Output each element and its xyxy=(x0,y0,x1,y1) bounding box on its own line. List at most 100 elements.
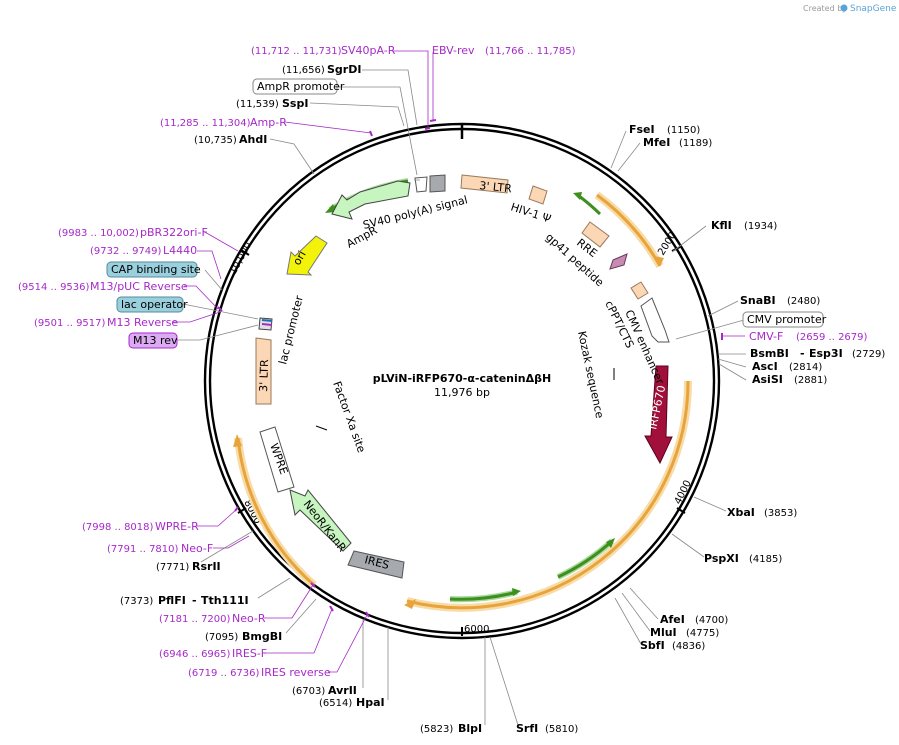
factor-xa-mark xyxy=(315,425,328,431)
leader-asisi xyxy=(718,363,747,381)
enzyme-tth111i[interactable]: Tth111I xyxy=(201,594,249,607)
primer-ampr[interactable]: Amp-R xyxy=(250,116,287,129)
enzyme-bsmbi[interactable]: BsmBI xyxy=(750,347,789,360)
enzyme-mlui-pos: (4775) xyxy=(686,628,719,639)
primer-pbr322[interactable]: pBR322ori-F xyxy=(140,226,208,239)
primer-iresrev[interactable]: IRES reverse xyxy=(261,666,331,679)
orf-arc-2-head xyxy=(404,599,416,609)
primer-sv40par[interactable]: SV40pA-R xyxy=(341,44,396,57)
leader-m13rev-box xyxy=(176,324,259,341)
credit-prefix: Created by xyxy=(803,4,847,13)
primer-leader-lines xyxy=(172,50,745,673)
enzyme-mfei[interactable]: MfeI xyxy=(643,136,670,149)
rre-feature xyxy=(581,221,610,248)
enzyme-mlui[interactable]: MluI xyxy=(650,626,677,639)
enzyme-sspi[interactable]: SspI xyxy=(282,97,308,110)
enzyme-avrii[interactable]: AvrII xyxy=(328,684,357,697)
plasmid-name: pLViN-iRFP670-α-cateninΔβH xyxy=(373,372,551,385)
leader-fsei xyxy=(610,130,627,169)
enzyme-asisi[interactable]: AsiSI xyxy=(752,373,783,386)
primer-neor[interactable]: Neo-R xyxy=(232,612,266,625)
primer-wprer-pos: (7998 .. 8018) xyxy=(82,522,154,533)
lac-operator-box[interactable] xyxy=(116,296,184,313)
enzyme-kfli-pos: (1934) xyxy=(744,221,777,232)
primer-iresf-pos: (6946 .. 6965) xyxy=(159,649,231,660)
enzyme-srfi[interactable]: SrfI xyxy=(516,722,538,735)
ori-label: ori xyxy=(290,249,308,268)
primer-m13r[interactable]: M13 Reverse xyxy=(107,316,178,329)
primer-marks xyxy=(217,119,723,618)
primer-mark-m13puc xyxy=(217,306,223,312)
cap-site-box[interactable] xyxy=(106,261,198,278)
primer-neof[interactable]: Neo-F xyxy=(181,542,213,555)
leader-m13puc xyxy=(184,285,219,310)
enzyme-ahdi[interactable]: AhdI xyxy=(239,133,267,146)
tick-8000 xyxy=(237,507,247,514)
enzyme-hpai-pos: (6514) xyxy=(319,698,352,709)
enzyme-sgrdi[interactable]: SgrDI xyxy=(327,63,361,76)
leader-l4440 xyxy=(197,250,222,280)
leader-snabi xyxy=(707,300,739,317)
enzyme-kfli[interactable]: KflI xyxy=(711,219,732,232)
enzyme-sgrdi-pos: (11,656) xyxy=(282,65,325,76)
ampr-promoter-feature xyxy=(414,176,428,193)
cmv-promoter-box[interactable] xyxy=(742,311,824,328)
primer-l4440[interactable]: L4440 xyxy=(163,244,197,257)
primer-ebvrev[interactable]: EBV-rev xyxy=(432,44,475,57)
enzyme-sspi-pos: (11,539) xyxy=(236,99,279,110)
enzyme-bmgbi-pos: (7095) xyxy=(205,632,238,643)
primer-ampr-pos: (11,285 .. 11,304) xyxy=(160,118,251,129)
orf-arc-1 xyxy=(596,193,662,267)
backbone-outer-circle xyxy=(203,122,721,640)
enzyme-afei-pos: (4700) xyxy=(695,615,728,626)
enzyme-bmgbi[interactable]: BmgBI xyxy=(242,630,282,643)
cppt-feature xyxy=(630,281,649,300)
ltr-top-feature xyxy=(460,174,509,194)
primer-cmvf-pos: (2659 .. 2679) xyxy=(796,332,868,343)
enzyme-pspxi[interactable]: PspXI xyxy=(704,552,739,565)
enzyme-pflfi-pos: (7373) xyxy=(120,596,153,607)
m13-rev-box-label: M13 rev xyxy=(133,334,178,347)
enzyme-hpai[interactable]: HpaI xyxy=(356,696,385,709)
lac-operator-mark xyxy=(261,319,273,322)
enzyme-asci[interactable]: AscI xyxy=(752,360,778,373)
primer-m13puc[interactable]: M13/pUC Reverse xyxy=(90,280,188,293)
leader-sspi xyxy=(309,102,405,127)
enzyme-sbfi-pos: (4836) xyxy=(672,641,705,652)
enzyme-afei[interactable]: AfeI xyxy=(660,613,685,626)
primer-pbr322-pos: (9983 .. 10,002) xyxy=(58,228,139,239)
enzyme-xbai[interactable]: XbaI xyxy=(727,506,755,519)
neo-label: NeoR/KanR xyxy=(301,498,349,555)
enzyme-rsrii[interactable]: RsrII xyxy=(192,560,221,573)
orf-arc-1-head xyxy=(654,256,664,266)
primer-mark-iresrev xyxy=(365,611,370,618)
primer-iresf[interactable]: IRES-F xyxy=(232,647,267,660)
primer-cmvf[interactable]: CMV-F xyxy=(749,330,783,343)
leader-wprer xyxy=(197,508,238,527)
sv40-feature xyxy=(429,174,446,193)
leader-kfli xyxy=(671,225,707,253)
ampr-promoter-box[interactable] xyxy=(252,78,338,95)
leader-pflfi xyxy=(257,577,291,599)
factor-xa-label: Factor Xa site xyxy=(330,380,368,455)
hiv-psi-label: HIV-1 Ψ xyxy=(509,200,553,225)
enzyme-sbfi[interactable]: SbfI xyxy=(640,639,665,652)
primer-wprer[interactable]: WPRE-R xyxy=(155,520,199,533)
enzyme-pflfi[interactable]: PflFI xyxy=(158,594,186,607)
enzyme-esp3i[interactable]: Esp3I xyxy=(809,347,843,360)
enzyme-fsei[interactable]: FseI xyxy=(629,123,655,136)
enzyme-blpi[interactable]: BlpI xyxy=(458,722,482,735)
enzyme-snabi[interactable]: SnaBI xyxy=(740,294,776,307)
leader-m13r xyxy=(172,311,221,323)
lac-operator-box-label: lac operator xyxy=(121,298,188,311)
orf-arc-3-head xyxy=(233,434,242,447)
m13-rev-box[interactable] xyxy=(128,332,178,349)
cap-site-box-label: CAP binding site xyxy=(111,263,201,276)
leader-neor xyxy=(264,584,314,619)
gp41-feature xyxy=(609,253,628,270)
cmv-promoter-box-label: CMV promoter xyxy=(747,313,827,326)
leader-lac-operator xyxy=(182,303,259,320)
leader-ampr-promoter xyxy=(338,86,418,176)
irfp670-feature xyxy=(644,365,673,465)
